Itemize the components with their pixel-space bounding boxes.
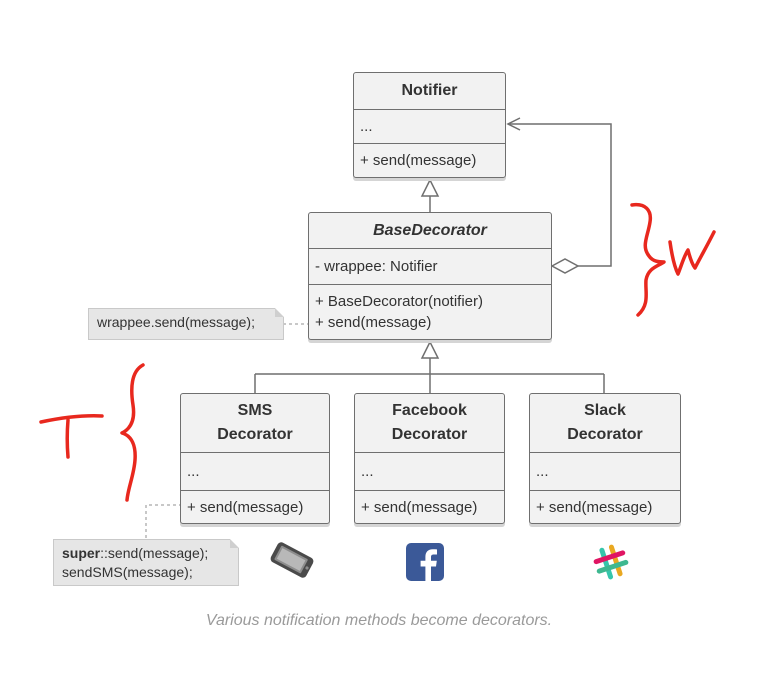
base-decorator-field: - wrappee: Notifier [309,248,551,284]
base-decorator-methods: + BaseDecorator(notifier) + send(message… [309,284,551,338]
facebook-decorator-header: Facebook Decorator [355,394,504,452]
note-fold [230,539,239,548]
w-mark [668,230,716,276]
facebook-decorator-method: + send(message) [355,490,504,523]
notifier-fields: ... [354,109,505,143]
note-connector-sms [145,504,182,540]
slack-icon [593,544,629,580]
diagram-caption: Various notification methods become deco… [205,612,553,629]
base-decorator-header: BaseDecorator [309,213,551,248]
right-brace-mark [630,202,666,317]
base-decorator-note: wrappee.send(message); [88,308,284,340]
facebook-decorator-name-2: Decorator [391,426,468,443]
base-decorator-class: BaseDecorator - wrappee: Notifier + Base… [308,212,552,340]
phone-icon [270,542,314,578]
facebook-decorator-fields: ... [355,452,504,490]
association-arrowhead-notifier [506,117,521,131]
sms-decorator-class: SMS Decorator ... + send(message) [180,393,330,524]
notifier-name: Notifier [401,82,458,99]
base-decorator-name: BaseDecorator [373,221,487,239]
note-fold [275,308,284,317]
sms-decorator-name-2: Decorator [217,426,293,443]
sms-decorator-name-1: SMS [237,402,273,419]
notifier-header: Notifier [354,73,505,109]
slack-decorator-method: + send(message) [530,490,680,523]
aggregation-diamond [550,258,580,274]
notifier-class: Notifier ... + send(message) [353,72,506,178]
slack-decorator-name-2: Decorator [567,426,643,443]
t-mark-stem [65,418,70,459]
facebook-icon [406,543,444,581]
base-decorator-send: + send(message) [315,313,432,331]
base-note-text: wrappee.send(message); [97,314,255,330]
slack-decorator-fields: ... [530,452,680,490]
slack-decorator-header: Slack Decorator [530,394,680,452]
slack-decorator-class: Slack Decorator ... + send(message) [529,393,681,524]
sms-note-line1: ::send(message); [100,545,209,561]
sms-decorator-header: SMS Decorator [181,394,329,452]
left-brace-mark [120,363,145,502]
aggregation-line-wrappee [508,123,612,267]
facebook-decorator-class: Facebook Decorator ... + send(message) [354,393,505,524]
t-mark-top [39,414,104,424]
inheritance-arrowhead-notifier [420,178,440,197]
sms-decorator-note: super::send(message); sendSMS(message); [53,539,239,586]
sms-note-line2: sendSMS(message); [62,564,193,580]
base-decorator-constructor: + BaseDecorator(notifier) [315,292,483,310]
slack-decorator-name-1: Slack [584,402,626,419]
sms-decorator-fields: ... [181,452,329,490]
inheritance-arrowhead-base [420,340,440,359]
notifier-method: + send(message) [354,143,505,176]
facebook-decorator-name-1: Facebook [392,402,467,419]
sms-note-keyword: super [62,545,101,561]
sms-decorator-method: + send(message) [181,490,329,523]
